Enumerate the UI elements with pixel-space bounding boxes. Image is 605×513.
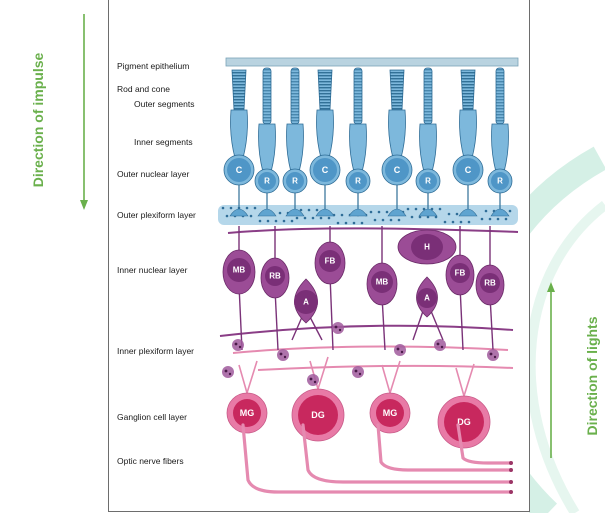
ganglion-cell-dg: DG — [292, 357, 344, 441]
ganglion-letter: DG — [311, 410, 325, 420]
photoreceptor-rod: R — [346, 68, 370, 216]
label-outer-segments: Outer segments — [134, 99, 194, 109]
photoreceptor-cone: C — [382, 70, 412, 216]
photoreceptor-layer: C R R C R C R C R — [224, 68, 512, 216]
label-inner-segments: Inner segments — [134, 137, 193, 147]
interneuron-mb: MB — [223, 226, 255, 350]
photoreceptor-letter: R — [425, 177, 431, 186]
interneuron-letter: FB — [455, 269, 466, 278]
interneuron-letter: H — [424, 243, 430, 252]
photoreceptor-letter: R — [264, 177, 270, 186]
light-arrowhead — [547, 282, 555, 292]
interneuron-h: H — [398, 230, 456, 264]
ganglion-letter: MG — [383, 408, 398, 418]
photoreceptor-letter: C — [465, 165, 472, 175]
interneuron-mb: MB — [367, 226, 397, 350]
direction-of-impulse-label: Direction of impulse — [30, 53, 46, 188]
ganglion-letter: MG — [240, 408, 255, 418]
photoreceptor-letter: R — [497, 177, 503, 186]
label-optic-nerve-fibers: Optic nerve fibers — [117, 456, 184, 466]
label-pigment-epithelium: Pigment epithelium — [117, 61, 189, 71]
ganglion-cell-dg: DG — [438, 364, 490, 448]
photoreceptor-rod: R — [283, 68, 307, 216]
interneuron-letter: A — [424, 294, 430, 303]
interneuron-a: A — [292, 279, 322, 340]
photoreceptor-cone: C — [224, 70, 254, 216]
label-inner-nuclear-layer: Inner nuclear layer — [117, 265, 187, 275]
photoreceptor-rod: R — [488, 68, 512, 216]
interneuron-letter: RB — [269, 272, 281, 281]
interneuron-letter: A — [303, 298, 309, 307]
direction-of-light-label: Direction of lights — [584, 317, 600, 436]
ganglion-cell-mg: MG — [370, 361, 410, 433]
ipl-fibers — [233, 346, 513, 370]
retina-diagram: C R R C R C R C R MB RB FB A MB H A FB RB MG DG MG DG — [108, 0, 528, 511]
interneuron-letter: RB — [484, 279, 496, 288]
interneuron-letter: FB — [325, 257, 336, 266]
label-outer-plexiform-layer: Outer plexiform layer — [117, 210, 196, 220]
pigment-epithelium-band — [226, 58, 518, 66]
photoreceptor-letter: C — [394, 165, 401, 175]
photoreceptor-rod: R — [255, 68, 279, 216]
impulse-arrowhead — [80, 200, 88, 210]
photoreceptor-letter: C — [322, 165, 329, 175]
photoreceptor-letter: R — [355, 177, 361, 186]
photoreceptor-letter: R — [292, 177, 298, 186]
interneuron-letter: MB — [376, 278, 389, 287]
label-rod-and-cone: Rod and cone — [117, 84, 170, 94]
photoreceptor-rod: R — [416, 68, 440, 216]
interneuron-letter: MB — [233, 266, 246, 275]
photoreceptor-letter: C — [236, 165, 243, 175]
photoreceptor-cone: C — [310, 70, 340, 216]
label-ganglion-cell-layer: Ganglion cell layer — [117, 412, 187, 422]
photoreceptor-cone: C — [453, 70, 483, 216]
interneuron-a: A — [413, 277, 443, 340]
label-inner-plexiform-layer: Inner plexiform layer — [117, 346, 194, 356]
label-outer-nuclear-layer: Outer nuclear layer — [117, 169, 189, 179]
interneuron-rb: RB — [476, 226, 504, 350]
